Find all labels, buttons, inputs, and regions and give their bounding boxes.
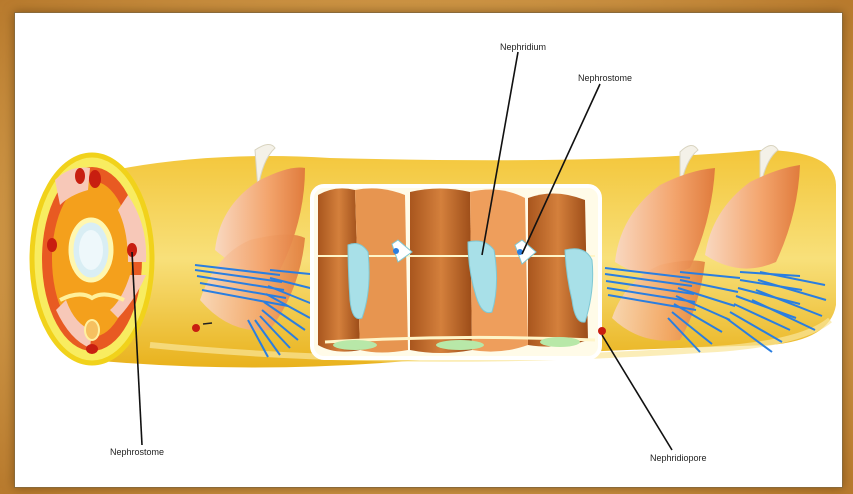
nephridiopore-marker xyxy=(598,327,606,335)
pore-dot-left xyxy=(192,324,200,332)
label-nephrostome-top: Nephrostome xyxy=(578,73,632,83)
label-nephridiopore: Nephridiopore xyxy=(650,453,707,463)
cross-section xyxy=(32,155,152,363)
label-nephridium: Nephridium xyxy=(500,42,546,52)
label-nephrostome-left: Nephrostome xyxy=(110,447,164,457)
